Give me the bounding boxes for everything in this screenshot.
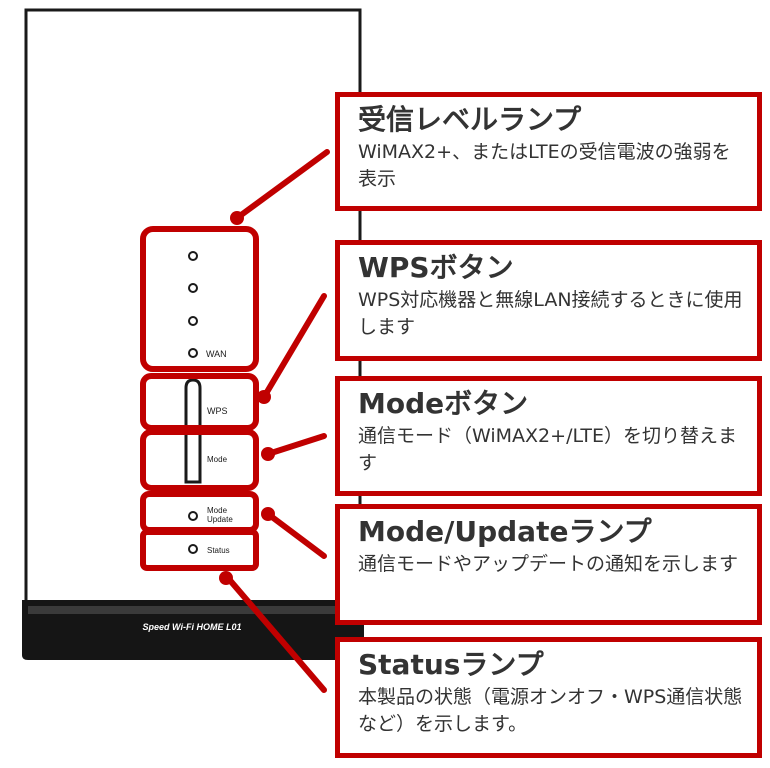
wps-label: WPS [207, 406, 228, 416]
callout-description: WiMAX2+、またはLTEの受信電波の強弱を表示 [358, 141, 731, 190]
mode-update-label-2: Update [207, 515, 233, 524]
highlight-signal-lamps [140, 226, 259, 372]
router-base [22, 600, 364, 660]
wan-label: WAN [206, 349, 227, 359]
leader-mode-update [265, 511, 327, 559]
status-lamp [188, 544, 198, 554]
callout-wps-button: WPSボタン WPS対応機器と無線LAN接続するときに使用します [335, 240, 762, 361]
callout-description: 通信モードやアップデートの通知を示します [358, 553, 739, 575]
highlight-wps-button [140, 373, 259, 431]
model-label: Speed Wi-Fi HOME L01 [143, 622, 242, 632]
callout-title: 受信レベルランプ [358, 103, 582, 136]
leader-dot-mode [261, 447, 275, 461]
leader-signal [234, 149, 330, 221]
callout-mode-update-lamp: Mode/Updateランプ 通信モードやアップデートの通知を示します [335, 504, 762, 625]
router-base-band [28, 606, 358, 614]
mode-update-lamp [188, 511, 198, 521]
callout-title: Modeボタン [358, 387, 529, 420]
signal-lamp-1 [188, 251, 198, 261]
leader-wps [261, 293, 327, 400]
highlight-status-lamp [140, 529, 259, 571]
callout-title: WPSボタン [358, 251, 514, 284]
wan-lamp [188, 348, 198, 358]
mode-update-label-1: Mode [207, 506, 228, 515]
callout-mode-button: Modeボタン 通信モード（WiMAX2+/LTE）を切り替えます [335, 376, 762, 496]
leader-dot-wps [257, 390, 271, 404]
signal-lamp-3 [188, 316, 198, 326]
callout-title: Statusランプ [358, 648, 544, 681]
highlight-mode-button [140, 429, 259, 491]
button-slot [184, 378, 202, 484]
leader-status [225, 575, 327, 693]
callout-status-lamp: Statusランプ 本製品の状態（電源オンオフ・WPS通信状態など）を示します。 [335, 637, 762, 758]
router-body [24, 8, 362, 610]
callout-title: Mode/Updateランプ [358, 515, 652, 548]
callout-signal-lamp: 受信レベルランプ WiMAX2+、またはLTEの受信電波の強弱を表示 [335, 92, 762, 211]
callout-description: WPS対応機器と無線LAN接続するときに使用します [358, 289, 743, 338]
leader-dot-mode-update [261, 507, 275, 521]
callout-description: 通信モード（WiMAX2+/LTE）を切り替えます [358, 425, 738, 474]
signal-lamp-2 [188, 283, 198, 293]
mode-label: Mode [207, 455, 228, 464]
leader-mode [265, 433, 327, 457]
leader-dot-signal [230, 211, 244, 225]
status-label: Status [207, 546, 230, 555]
leader-dot-status [219, 571, 233, 585]
callout-description: 本製品の状態（電源オンオフ・WPS通信状態など）を示します。 [358, 686, 743, 735]
